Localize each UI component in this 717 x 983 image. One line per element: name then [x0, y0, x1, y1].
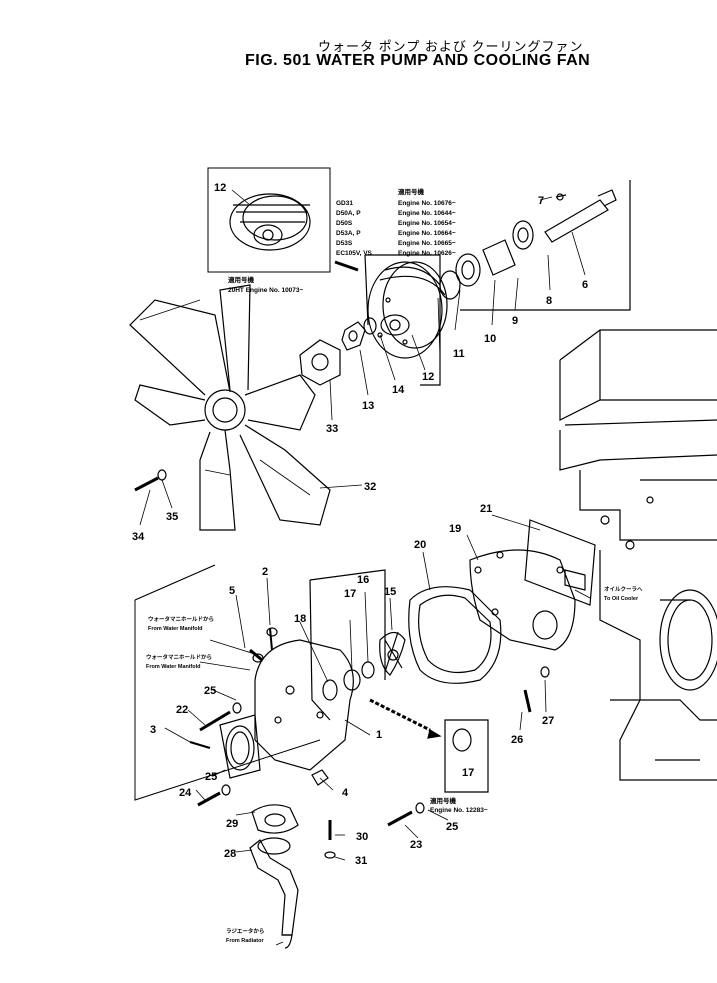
part-label: 2: [262, 566, 268, 578]
from-water-manifold-1-jp: ウォータマニホールドから: [148, 615, 214, 623]
part-label: 19: [449, 523, 461, 535]
applicability-model-4: D53S: [336, 240, 353, 247]
part-label: 29: [226, 818, 238, 830]
part-label: 25: [205, 771, 217, 783]
part-label: 35: [166, 511, 178, 523]
inset-part-17: 17: [462, 767, 474, 779]
part-label: 26: [511, 734, 523, 746]
cooling-fan: [129, 284, 331, 531]
part-label: 16: [357, 574, 369, 586]
to-oil-cooler: To Oil Cooler: [604, 596, 639, 602]
part-label: 34: [132, 531, 145, 543]
applicability-engine-3: Engine No. 10664~: [398, 230, 456, 237]
inset-header: 適用号機: [430, 796, 457, 805]
part-label: 12: [214, 182, 226, 194]
part-label: 3: [150, 724, 156, 736]
part-label: 11: [453, 348, 465, 360]
part-number-labels: 12 7 6 8 9 10 11 12 14 13 33 32 34 35 5 …: [132, 182, 588, 867]
figure-title-japanese: ウォータ ポンプ および クーリングファン: [318, 39, 584, 54]
applicability-footer-header: 適用号機: [228, 275, 255, 284]
part-label: 10: [484, 333, 496, 345]
part-label: 6: [582, 279, 588, 291]
part-label: 15: [384, 586, 396, 598]
from-water-manifold-2: From Water Manifold: [146, 664, 201, 670]
part-label: 18: [294, 613, 306, 625]
applicability-engine-2: Engine No. 10654~: [398, 220, 456, 227]
part-label: 33: [326, 423, 338, 435]
inset-engine: Engine No. 12283~: [430, 807, 488, 814]
from-radiator-jp: ラジエータから: [226, 927, 264, 935]
part-label: 5: [229, 585, 235, 597]
figure-title: FIG. 501 WATER PUMP AND COOLING FAN: [245, 52, 591, 69]
part-label: 9: [512, 315, 518, 327]
part-label: 31: [355, 855, 367, 867]
applicability-engine-4: Engine No. 10665~: [398, 240, 456, 247]
fan-pulley: [367, 261, 448, 359]
from-water-manifold-1: From Water Manifold: [148, 626, 203, 632]
applicability-model-5: EC105V, VS: [336, 250, 373, 257]
part-label: 4: [342, 787, 349, 799]
part-label: 17: [344, 588, 356, 600]
part-label: 20: [414, 539, 426, 551]
applicability-table: 適用号機 GD31 Engine No. 10676~ D50A, P Engi…: [228, 187, 456, 294]
pulley-inset-box: [207, 167, 331, 273]
applicability-model-3: D53A, P: [336, 230, 361, 237]
flow-callouts: ウォータマニホールドから From Water Manifold ウォータマニホ…: [146, 585, 643, 944]
applicability-footer: 20HT Engine No. 10073~: [228, 287, 304, 294]
applicability-engine-1: Engine No. 10644~: [398, 210, 456, 217]
part-label: 8: [546, 295, 552, 307]
applicability-model-0: GD31: [336, 200, 353, 207]
water-pump-body: [219, 639, 354, 779]
part-label: 14: [392, 384, 405, 396]
applicability-model-2: D50S: [336, 220, 353, 227]
part-label: 30: [356, 831, 368, 843]
part-label: 21: [480, 503, 492, 515]
part-label: 25: [446, 821, 458, 833]
part-label: 13: [362, 400, 374, 412]
part-label: 24: [179, 787, 192, 799]
part-label: 7: [538, 195, 544, 207]
applicability-header: 適用号機: [398, 187, 425, 196]
part-label: 12: [422, 371, 434, 383]
part-label: 27: [542, 715, 554, 727]
applicability-engine-5: Engine No. 10626~: [398, 250, 456, 257]
applicability-model-1: D50A, P: [336, 210, 361, 217]
to-oil-cooler-jp: オイルクーラへ: [604, 585, 643, 593]
from-radiator: From Radiator: [226, 938, 264, 944]
part-label: 1: [376, 729, 382, 741]
part-label: 22: [176, 704, 188, 716]
applicability-engine-0: Engine No. 10676~: [398, 200, 456, 207]
engine-block-outline: [559, 329, 717, 781]
part-label: 25: [204, 685, 216, 697]
seal-inset-labels: 17 適用号機 Engine No. 12283~: [430, 767, 488, 814]
part-label: 32: [364, 481, 376, 493]
part-label: 23: [410, 839, 422, 851]
part-label: 28: [224, 848, 236, 860]
from-water-manifold-2-jp: ウォータマニホールドから: [146, 653, 212, 661]
